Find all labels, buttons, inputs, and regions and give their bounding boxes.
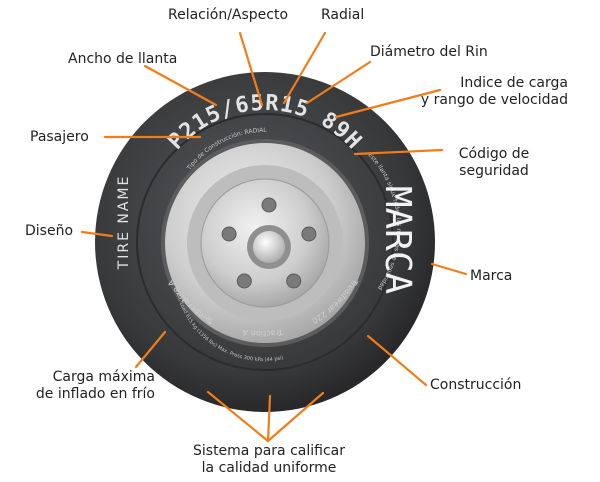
lug-nut (236, 273, 252, 289)
lug-nut (261, 197, 277, 213)
leader-carga (134, 330, 167, 369)
label-sistema-line1: Sistema para calificar (193, 443, 345, 459)
label-indice-line1: Indice de carga (460, 75, 568, 91)
tire-sidewall-band (136, 113, 394, 371)
leader-radial (282, 31, 327, 105)
leader-codigo (353, 148, 444, 156)
traction-text: Traction A (241, 327, 284, 338)
label-diseno: Diseño (25, 223, 74, 239)
lug-nuts (221, 197, 317, 289)
leader-diseno (80, 230, 114, 238)
leader-sistema-a (206, 390, 270, 443)
leader-sistema-b (266, 394, 272, 443)
tire-name-text: TIRE NAME (116, 175, 132, 271)
lug-nut (286, 273, 302, 289)
label-pasajero: Pasajero (30, 129, 89, 145)
label-sistema-line2: la calidad uniforme (201, 460, 337, 476)
label-codigo-seguridad: Código de seguridad (444, 146, 544, 180)
label-carga-maxima: Carga máxima de inflado en frío (10, 369, 155, 403)
leader-relacion (238, 31, 264, 107)
lug-nut (221, 226, 237, 242)
label-diametro-del-rin: Diámetro del Rin (370, 44, 488, 60)
lug-nut (301, 226, 317, 242)
leader-marca (430, 262, 468, 276)
leader-diametro (305, 60, 372, 105)
label-codigo-line2: seguridad (459, 163, 529, 179)
label-relacion-aspecto: Relación/Aspecto (168, 7, 289, 23)
label-carga-line1: Carga máxima (52, 369, 155, 385)
label-ancho-de-llanta: Ancho de llanta (68, 51, 178, 67)
label-marca: Marca (470, 268, 513, 284)
label-construccion: Construcción (430, 377, 522, 393)
label-sistema-calificar: Sistema para calificar la calidad unifor… (174, 443, 364, 477)
label-indice-carga: Indice de carga y rango de velocidad (410, 75, 568, 109)
label-radial: Radial (321, 7, 365, 23)
label-indice-line2: y rango de velocidad (420, 92, 568, 108)
label-carga-line2: de inflado en frío (35, 386, 155, 402)
leader-construccion (366, 334, 428, 387)
hub-cap (253, 231, 285, 263)
leader-sistema-c (266, 391, 325, 443)
leader-ancho (143, 64, 218, 107)
label-codigo-line1: Código de (458, 146, 530, 162)
leader-indice (334, 88, 442, 119)
brand-text: MARCA (377, 186, 418, 295)
leader-lines (80, 31, 468, 443)
